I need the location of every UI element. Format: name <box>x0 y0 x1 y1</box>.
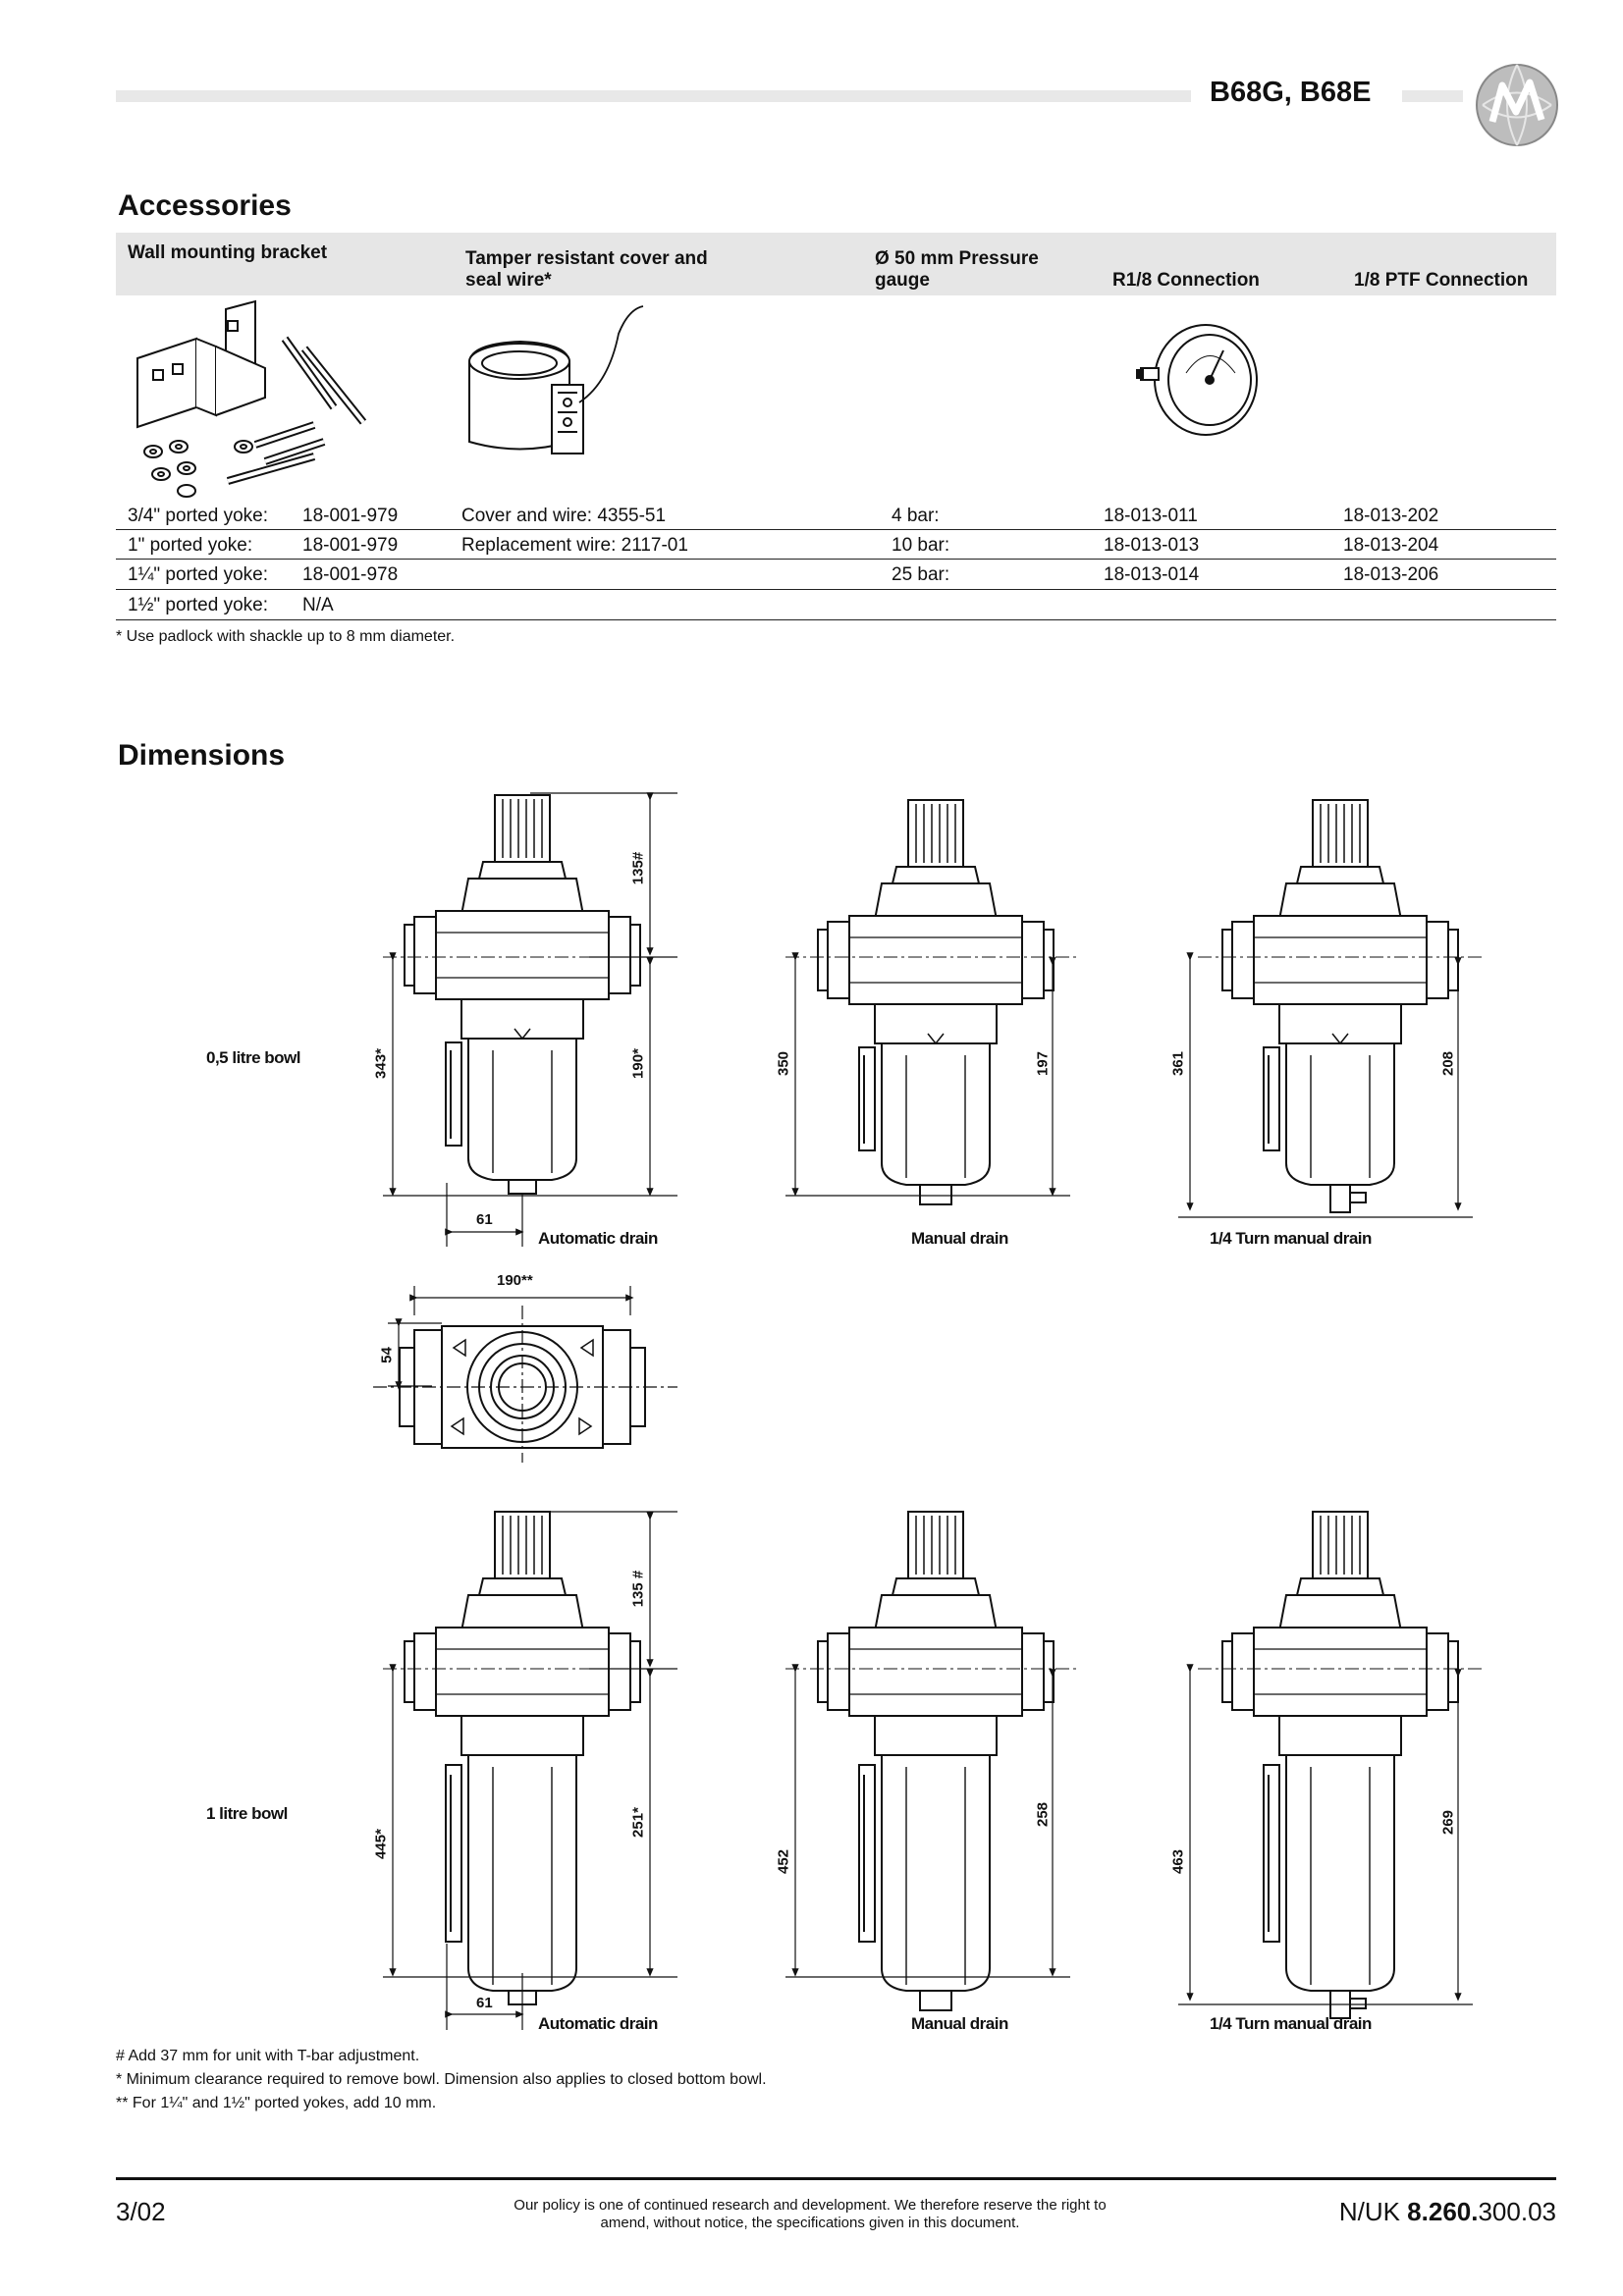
row2-ptf: 18-013-204 <box>1343 535 1439 556</box>
unit-r2-automatic <box>404 1511 641 2005</box>
tamper-cover-illustration <box>468 305 644 454</box>
norgren-globe-logo <box>1476 64 1558 146</box>
row3-yoke: 1¼" ported yoke: <box>128 564 269 585</box>
dim-r1-b-total: 350 <box>775 1050 792 1077</box>
dim-r1-a-total: 343* <box>372 1048 390 1079</box>
document-title: B68G, B68E <box>1210 77 1372 108</box>
label-half-litre-bowl: 0,5 litre bowl <box>206 1048 300 1067</box>
accessories-footnote: * Use padlock with shackle up to 8 mm di… <box>116 628 456 645</box>
unit-r1-automatic <box>404 794 641 1195</box>
dimension-note-3: ** For 1¼" and 1½" ported yokes, add 10 … <box>116 2095 437 2111</box>
wall-bracket-illustration <box>136 299 367 498</box>
col-gauge-line2: gauge <box>875 270 930 291</box>
accessories-table-header: Wall mounting bracket Tamper resistant c… <box>116 233 1556 295</box>
accessories-heading: Accessories <box>118 189 292 222</box>
row4-rule <box>116 619 1556 620</box>
page-number: 3/02 <box>116 2197 166 2226</box>
row1-yoke: 3/4" ported yoke: <box>128 506 269 526</box>
col-cover-line2: seal wire* <box>465 270 552 291</box>
document-number: N/UK 8.260.300.03 <box>1339 2197 1556 2227</box>
row3-bracket: 18-001-978 <box>302 564 399 585</box>
dim-plan-depth: 54 <box>378 1347 396 1363</box>
col-r18: R1/8 Connection <box>1112 270 1260 291</box>
doc-number-prefix: N/UK <box>1338 2197 1408 2226</box>
header-rule-right <box>1402 90 1463 102</box>
unit-r1-quarter-turn <box>1221 799 1459 1213</box>
doc-number-bold: 8.260. <box>1407 2197 1479 2226</box>
policy-line-1: Our policy is one of continued research … <box>514 2197 1107 2214</box>
row2-yoke: 1" ported yoke: <box>128 535 253 556</box>
caption-r1-quarter-turn: 1/4 Turn manual drain <box>1210 1229 1372 1248</box>
row3-ptf: 18-013-206 <box>1343 564 1439 585</box>
caption-r2-automatic: Automatic drain <box>538 2014 658 2033</box>
unit-r1-manual <box>817 799 1055 1205</box>
dim-r2-b-total: 452 <box>775 1848 792 1875</box>
doc-number-suffix: 300.03 <box>1478 2197 1556 2226</box>
dim-r1-top: 135# <box>629 851 647 885</box>
row2-bracket: 18-001-979 <box>302 535 399 556</box>
col-gauge-line1: Ø 50 mm Pressure <box>875 248 1039 269</box>
row4-bracket: N/A <box>302 595 334 615</box>
header-rule-left <box>116 90 1191 102</box>
row2-r18: 18-013-013 <box>1104 535 1200 556</box>
unit-r2-quarter-turn <box>1221 1511 1459 2019</box>
dim-r1-c-lower: 208 <box>1439 1050 1457 1077</box>
dim-r2-a-total: 445* <box>372 1829 390 1859</box>
row3-rule <box>116 589 1556 590</box>
dim-r2-top: 135 # <box>629 1570 647 1608</box>
dim-r1-width: 61 <box>476 1211 493 1228</box>
dim-r1-c-total: 361 <box>1169 1050 1187 1077</box>
caption-r2-manual: Manual drain <box>911 2014 1008 2033</box>
row1-rule <box>116 529 1556 530</box>
dim-r2-width: 61 <box>476 1995 493 2011</box>
dim-plan-width: 190** <box>497 1272 533 1289</box>
row1-range: 4 bar: <box>892 506 940 526</box>
dim-r2-c-lower: 269 <box>1439 1809 1457 1836</box>
caption-r1-manual: Manual drain <box>911 1229 1008 1248</box>
label-one-litre-bowl: 1 litre bowl <box>206 1804 288 1823</box>
dimensions-drawing <box>373 792 1483 2030</box>
row1-r18: 18-013-011 <box>1104 506 1198 526</box>
footer-rule <box>116 2177 1556 2180</box>
col-ptf: 1/8 PTF Connection <box>1354 270 1529 291</box>
dim-r1-a-lower: 190* <box>629 1048 647 1079</box>
dim-r1-b-lower: 197 <box>1034 1050 1052 1077</box>
dim-r2-a-lower: 251* <box>629 1807 647 1838</box>
row3-range: 25 bar: <box>892 564 950 585</box>
row2-range: 10 bar: <box>892 535 950 556</box>
caption-r2-quarter-turn: 1/4 Turn manual drain <box>1210 2014 1372 2033</box>
unit-r2-manual <box>817 1511 1055 2011</box>
row2-rule <box>116 559 1556 560</box>
policy-line-2: amend, without notice, the specification… <box>600 2215 1020 2231</box>
caption-r1-automatic: Automatic drain <box>538 1229 658 1248</box>
dimension-note-1: # Add 37 mm for unit with T-bar adjustme… <box>116 2048 420 2064</box>
row1-bracket: 18-001-979 <box>302 506 399 526</box>
row4-yoke: 1½" ported yoke: <box>128 595 269 615</box>
dim-r2-b-lower: 258 <box>1034 1801 1052 1828</box>
col-cover-line1: Tamper resistant cover and <box>465 248 708 269</box>
pressure-gauge-illustration <box>1136 324 1258 436</box>
dimension-note-2: * Minimum clearance required to remove b… <box>116 2071 767 2088</box>
row1-cover: Cover and wire: 4355-51 <box>461 506 667 526</box>
dim-r2-c-total: 463 <box>1169 1848 1187 1875</box>
col-bracket-line1: Wall mounting bracket <box>128 242 328 263</box>
row1-ptf: 18-013-202 <box>1343 506 1439 526</box>
dimensions-heading: Dimensions <box>118 739 286 772</box>
row3-r18: 18-013-014 <box>1104 564 1200 585</box>
row2-cover: Replacement wire: 2117-01 <box>461 535 688 556</box>
